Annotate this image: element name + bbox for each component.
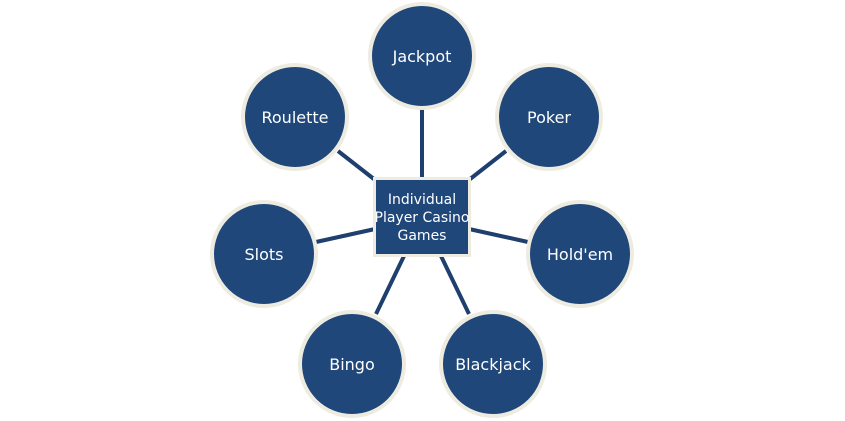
connector-slots — [315, 227, 376, 244]
node-label-holdem: Hold'em — [547, 245, 613, 264]
node-label-poker: Poker — [527, 108, 571, 127]
connector-bingo — [374, 255, 406, 315]
node-jackpot: Jackpot — [368, 2, 476, 110]
connectors — [315, 107, 529, 315]
node-label-jackpot: Jackpot — [392, 47, 452, 66]
connector-blackjack — [439, 255, 471, 315]
node-circle-jackpot — [368, 2, 476, 110]
connector-poker — [463, 149, 508, 185]
center-label-line-1: Individual — [388, 192, 456, 208]
node-circle-holdem — [526, 200, 634, 308]
node-blackjack: Blackjack — [439, 310, 547, 418]
node-circle-slots — [210, 200, 318, 308]
center-label-line-2: Player Casino — [375, 210, 470, 226]
node-holdem: Hold'em — [526, 200, 634, 308]
node-poker: Poker — [495, 63, 603, 171]
node-circle-bingo — [298, 310, 406, 418]
node-bingo: Bingo — [298, 310, 406, 418]
node-label-bingo: Bingo — [329, 355, 375, 374]
center-label-line-3: Games — [398, 228, 447, 244]
node-slots: Slots — [210, 200, 318, 308]
node-roulette: Roulette — [241, 63, 349, 171]
connector-roulette — [336, 149, 381, 185]
node-label-slots: Slots — [245, 245, 284, 264]
node-circle-roulette — [241, 63, 349, 171]
center-box — [373, 177, 471, 257]
connector-holdem — [468, 227, 529, 244]
node-circle-blackjack — [439, 310, 547, 418]
center-node: Individual Player Casino Games — [373, 177, 471, 257]
node-circle-poker — [495, 63, 603, 171]
node-label-blackjack: Blackjack — [455, 355, 531, 374]
node-label-roulette: Roulette — [261, 108, 328, 127]
